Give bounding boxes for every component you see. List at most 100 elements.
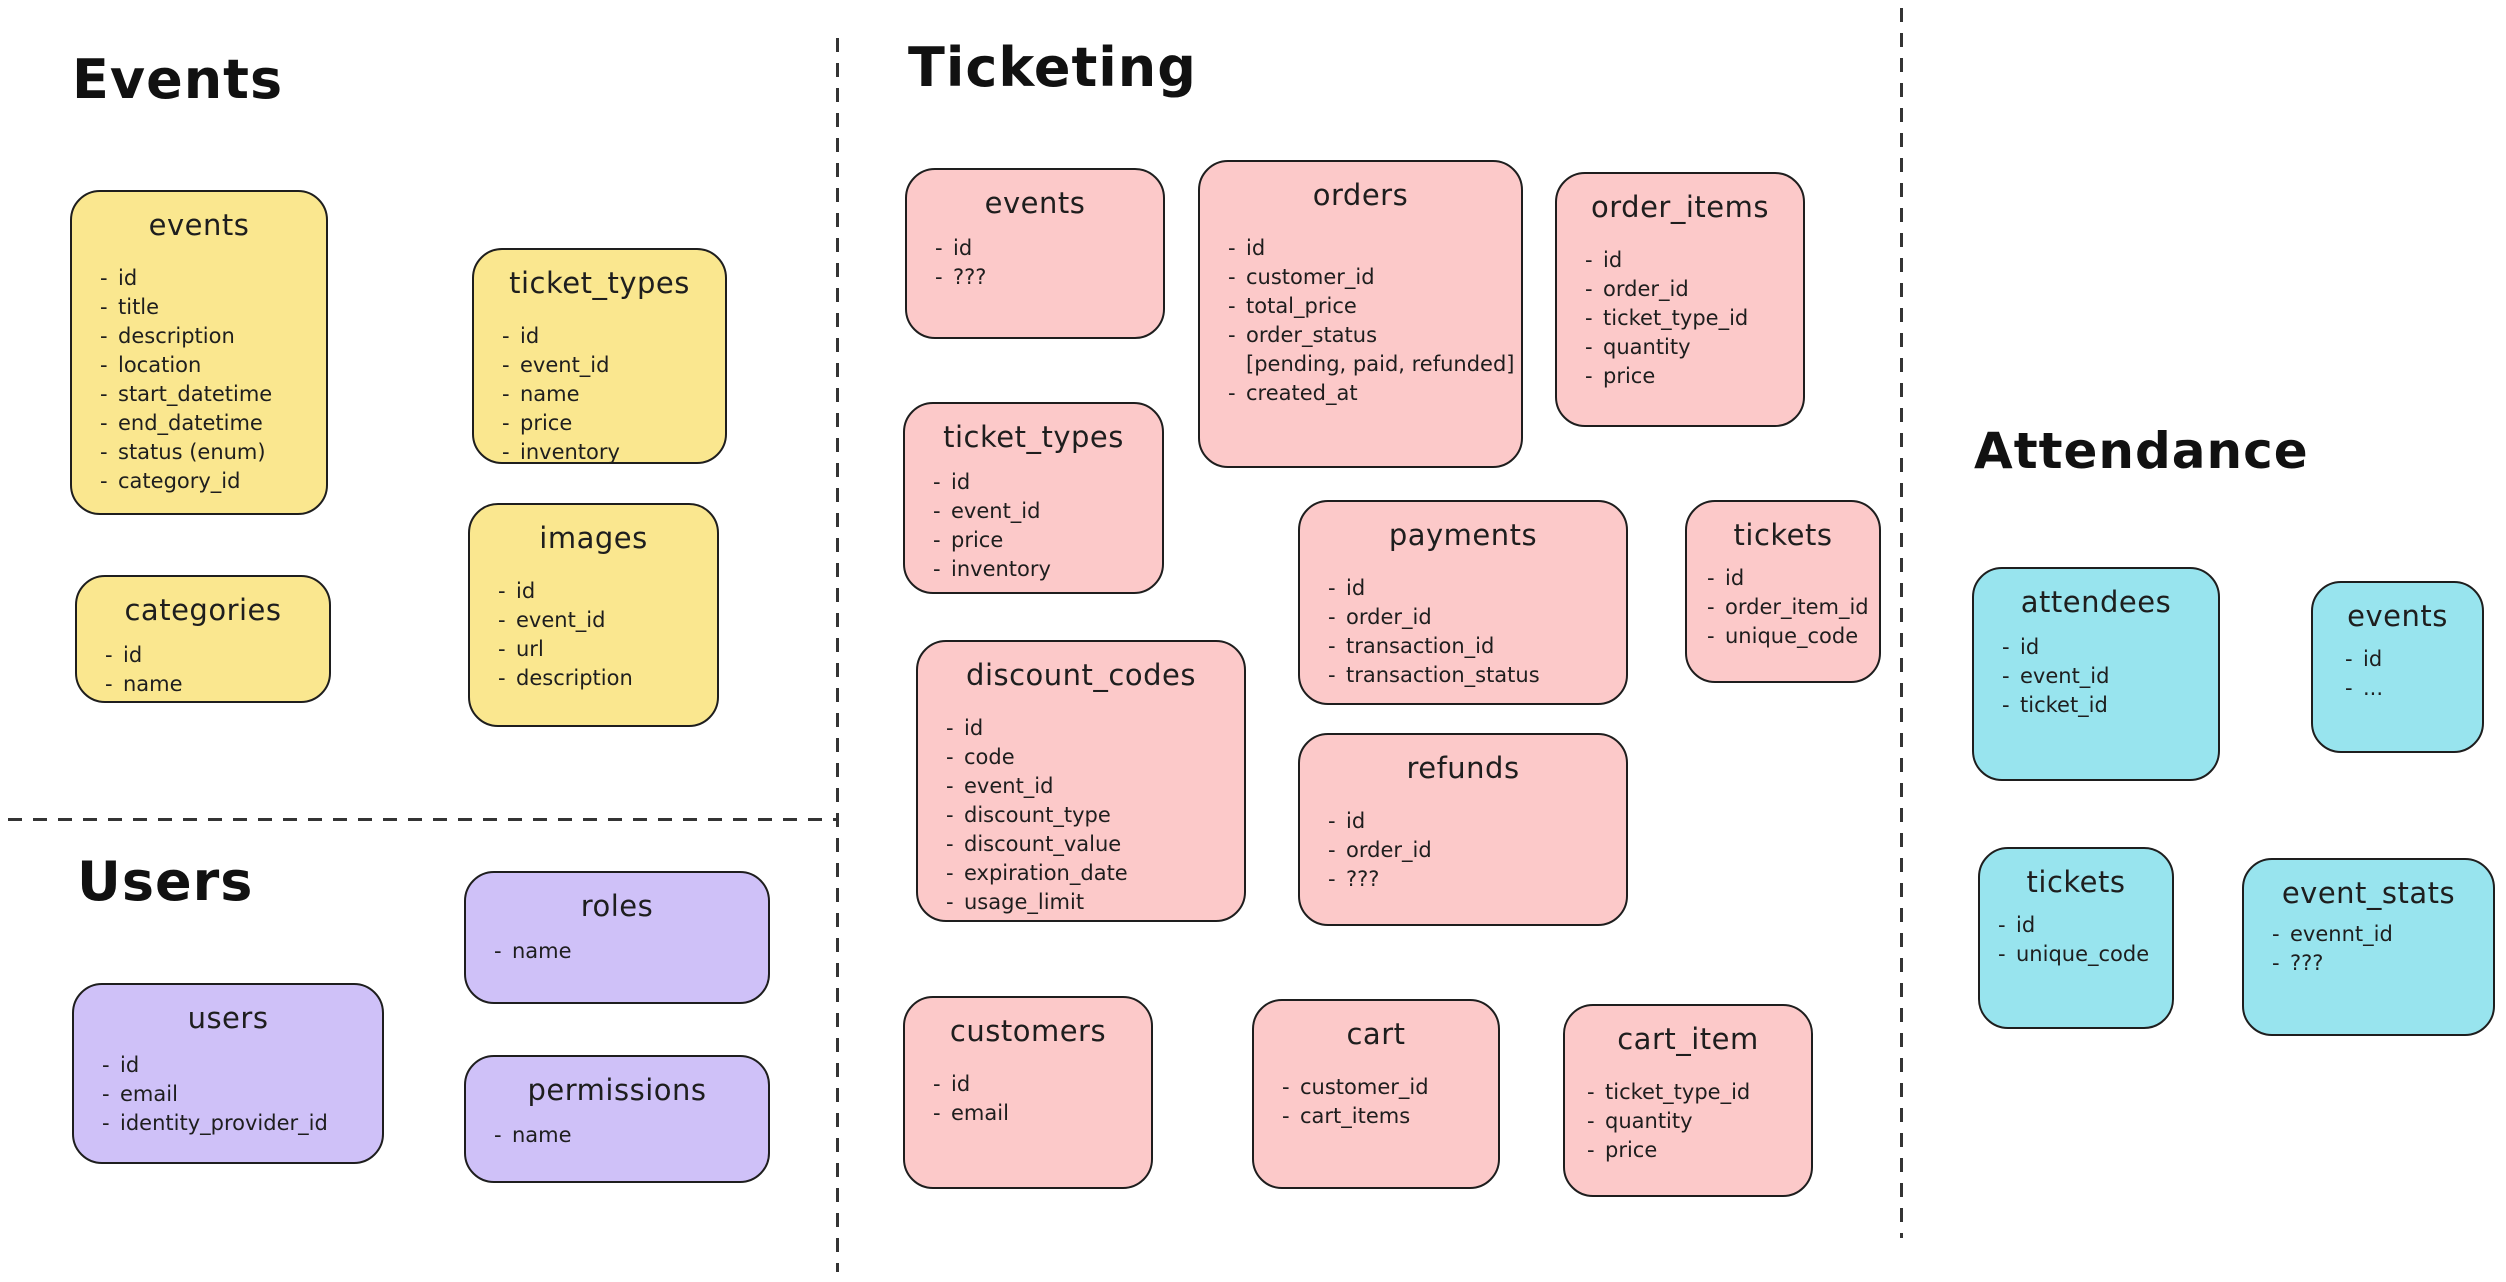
table-name: orders (1312, 178, 1409, 212)
field-row: -name (494, 1123, 572, 1147)
table-box-attendance-events[interactable]: events -id -... (2311, 581, 2484, 753)
divider-vertical-ticketing (836, 38, 839, 1272)
table-name: cart_item (1617, 1022, 1759, 1056)
field-row: -id (935, 236, 973, 260)
table-box-discount-codes[interactable]: discount_codes -id-code-event_id-discoun… (916, 640, 1246, 922)
table-name: users (187, 1001, 269, 1035)
table-box-roles[interactable]: roles -name (464, 871, 770, 1004)
table-name: images (539, 521, 648, 555)
section-title-attendance: Attendance (1974, 422, 2309, 480)
table-box-cart-item[interactable]: cart_item -ticket_type_id-quantity-price (1563, 1004, 1813, 1197)
table-name: categories (124, 593, 282, 627)
field-row: -identity_provider_id (102, 1111, 328, 1135)
divider-horizontal-users (8, 818, 836, 821)
field-row: -... (2345, 676, 2384, 700)
table-box-attendees[interactable]: attendees -id-event_id-ticket_id (1972, 567, 2220, 781)
table-name: event_stats (2281, 876, 2456, 910)
table-fields: -id-event_id-price-inventory (905, 468, 1162, 584)
field-row: -order_item_id (1707, 595, 1869, 619)
field-row: -id (100, 266, 138, 290)
table-name: events (2347, 599, 2448, 633)
table-fields: -id-event_id-ticket_id (1974, 633, 2218, 720)
field-row: -evennt_id (2272, 922, 2393, 946)
table-name: events (148, 208, 250, 242)
field-row: -ticket_type_id (1585, 306, 1749, 330)
field-row: -id (2345, 647, 2383, 671)
table-fields: -id-order_id-transaction_id-transaction_… (1300, 574, 1626, 690)
field-row: -unique_code (1707, 624, 1859, 648)
table-box-ticketing-tickets[interactable]: tickets -id-order_item_id-unique_code (1685, 500, 1881, 683)
table-box-cart[interactable]: cart -customer_id-cart_items (1252, 999, 1500, 1189)
table-box-ticket-types[interactable]: ticket_types -id-event_id-name-price-inv… (472, 248, 727, 464)
table-name: events (984, 186, 1086, 220)
field-row: -??? (2272, 951, 2324, 975)
table-name: payments (1388, 518, 1538, 552)
field-row: -total_price (1228, 294, 1357, 318)
field-row: -name (105, 672, 183, 696)
field-row: -end_datetime (100, 411, 263, 435)
field-row: -price (1585, 364, 1656, 388)
field-row: -url (498, 637, 544, 661)
table-box-categories[interactable]: categories -id -name (75, 575, 331, 703)
table-box-customers[interactable]: customers -id -email (903, 996, 1153, 1189)
field-row: -inventory (933, 557, 1051, 581)
field-row: -inventory (502, 440, 620, 464)
field-row: -event_id (502, 353, 610, 377)
table-name: permissions (527, 1073, 707, 1107)
table-fields: -id-title-description-location-start_dat… (72, 264, 326, 496)
table-fields: -name (466, 937, 768, 966)
field-row: -event_id (2002, 664, 2110, 688)
table-fields: -id -unique_code (1980, 911, 2172, 969)
field-row: -email (102, 1082, 178, 1106)
table-box-orders[interactable]: orders -id-customer_id-total_price-order… (1198, 160, 1523, 468)
table-name: order_items (1591, 190, 1769, 224)
field-row: -??? (935, 265, 987, 289)
field-row: -customer_id (1282, 1075, 1429, 1099)
field-row: -id (1585, 248, 1623, 272)
field-row: -customer_id (1228, 265, 1375, 289)
table-fields: -id-code-event_id-discount_type-discount… (918, 714, 1244, 917)
field-row: -event_id (946, 774, 1054, 798)
field-row: -id (933, 1072, 971, 1096)
table-box-event-stats[interactable]: event_stats -evennt_id -??? (2242, 858, 2495, 1036)
field-row: -id (1998, 913, 2036, 937)
table-fields: -id -... (2313, 645, 2482, 703)
field-row: -status (enum) (100, 440, 266, 464)
table-fields: -ticket_type_id-quantity-price (1565, 1078, 1811, 1165)
table-name: ticket_types (509, 266, 690, 300)
table-name: discount_codes (966, 658, 1196, 692)
field-row: -id (105, 643, 143, 667)
field-row: -title (100, 295, 160, 319)
table-box-payments[interactable]: payments -id-order_id-transaction_id-tra… (1298, 500, 1628, 705)
table-box-permissions[interactable]: permissions -name (464, 1055, 770, 1183)
field-row: -price (1587, 1138, 1658, 1162)
field-row: -id (1228, 236, 1266, 260)
field-row: -transaction_id (1328, 634, 1495, 658)
section-title-events: Events (72, 48, 284, 111)
field-row: -id (1328, 809, 1366, 833)
table-box-order-items[interactable]: order_items -id-order_id-ticket_type_id-… (1555, 172, 1805, 427)
table-fields: -customer_id-cart_items (1254, 1073, 1498, 1131)
field-row: -name (494, 939, 572, 963)
table-box-events[interactable]: events -id-title-description-location-st… (70, 190, 328, 515)
table-name: tickets (2026, 865, 2126, 899)
field-row: -unique_code (1998, 942, 2150, 966)
field-row: -email (933, 1101, 1009, 1125)
field-row: -created_at (1228, 381, 1358, 405)
table-box-ticketing-events[interactable]: events -id -??? (905, 168, 1165, 339)
field-row: -code (946, 745, 1015, 769)
table-box-refunds[interactable]: refunds -id-order_id-??? (1298, 733, 1628, 926)
table-box-images[interactable]: images -id-event_id-url-description (468, 503, 719, 727)
table-fields: -id-event_id-url-description (470, 577, 717, 693)
field-row: -event_id (498, 608, 606, 632)
table-box-users[interactable]: users -id-email-identity_provider_id (72, 983, 384, 1164)
table-name: customers (949, 1014, 1107, 1048)
table-fields: -id-order_item_id-unique_code (1687, 564, 1879, 651)
field-row: -event_id (933, 499, 1041, 523)
field-row: -quantity (1585, 335, 1691, 359)
field-row: -id (1328, 576, 1366, 600)
field-row: -description (498, 666, 633, 690)
table-box-attendance-tickets[interactable]: tickets -id -unique_code (1978, 847, 2174, 1029)
table-box-ticketing-ticket-types[interactable]: ticket_types -id-event_id-price-inventor… (903, 402, 1164, 594)
